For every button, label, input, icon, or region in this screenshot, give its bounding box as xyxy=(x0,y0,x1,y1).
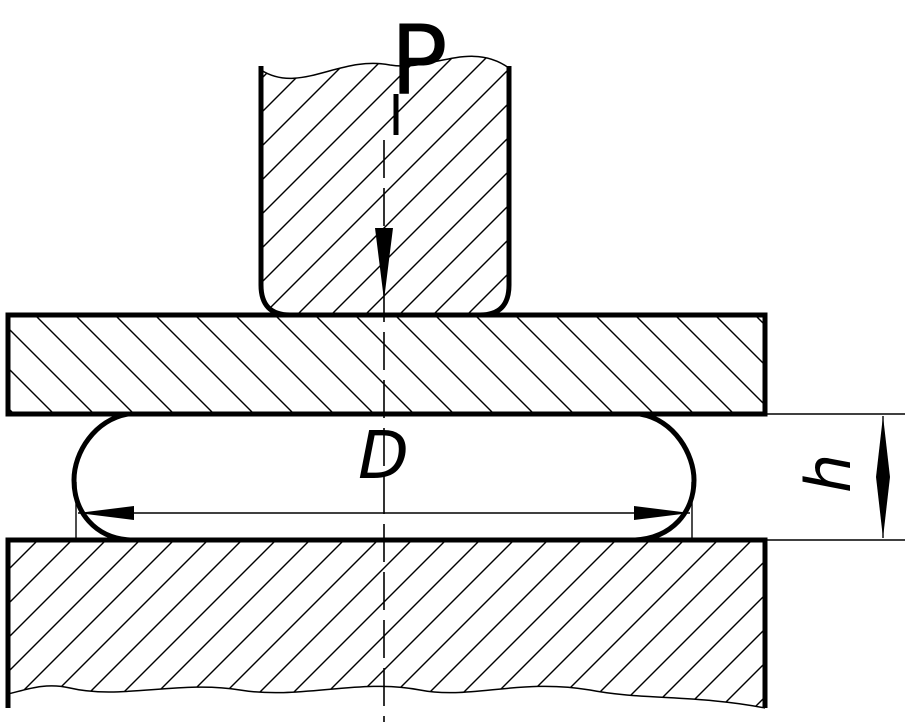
lower-anvil-fill xyxy=(8,540,765,708)
upper-plate xyxy=(5,312,768,417)
height-dimension xyxy=(765,413,905,541)
punch-break-line xyxy=(260,55,510,80)
lower-anvil xyxy=(5,537,768,709)
height-arrow-top xyxy=(876,416,890,477)
diameter-arrow-right xyxy=(634,506,690,520)
diameter-label: D xyxy=(358,417,409,494)
diameter-dimension xyxy=(75,482,693,540)
punch-fill xyxy=(261,56,509,315)
height-arrow-bottom xyxy=(876,477,890,538)
force-label: P xyxy=(390,5,448,117)
height-label: h xyxy=(792,454,865,493)
diameter-arrow-left xyxy=(78,506,134,520)
force-arrowhead xyxy=(375,228,393,300)
lower-anvil-break-line xyxy=(7,685,766,709)
force-arrow xyxy=(375,228,393,300)
